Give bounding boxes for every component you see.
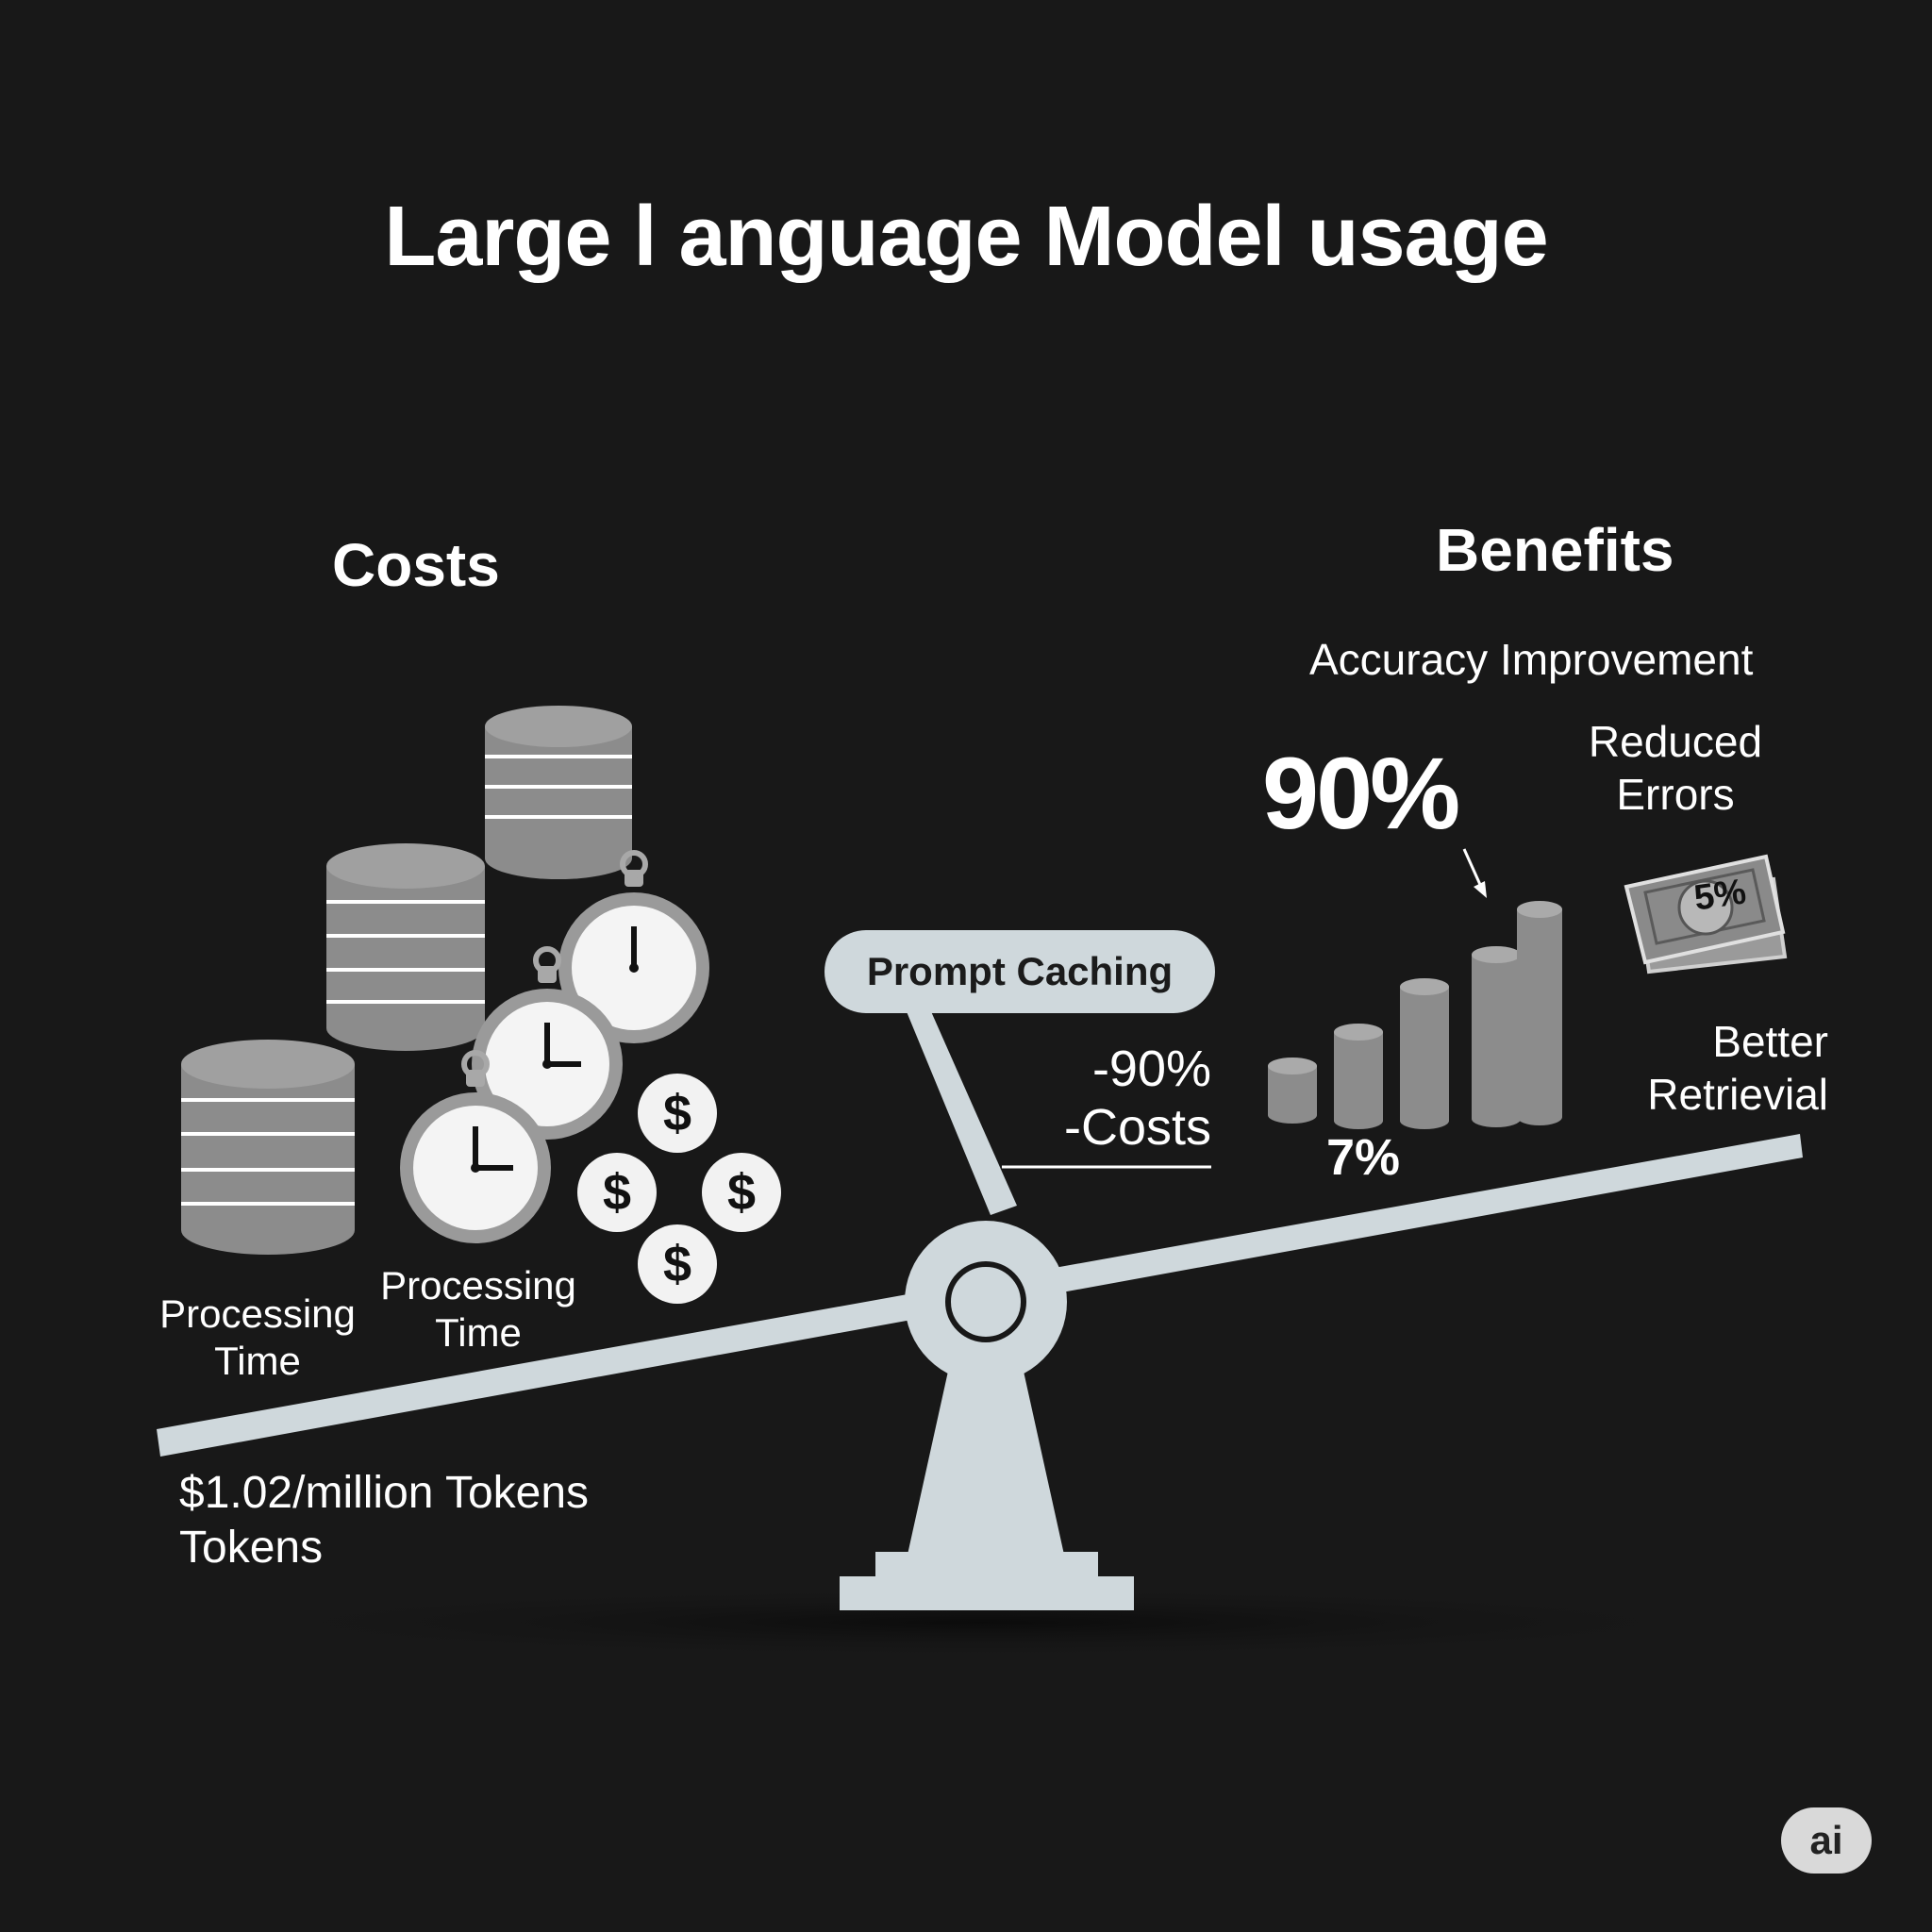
bar-cylinder (1334, 1024, 1383, 1129)
stopwatch-icon (400, 1050, 551, 1243)
cost-reduction-annotation: -90% -Costs (1041, 1040, 1211, 1157)
benefits-heading: Benefits (1436, 516, 1674, 584)
database-stack-icon (485, 706, 632, 879)
token-price-line: Tokens (179, 1523, 324, 1573)
processing-time-line: Time (435, 1310, 522, 1355)
accuracy-percent: 90% (1262, 736, 1460, 850)
dollar-coin-icon: $ (577, 1153, 657, 1232)
better-retrieval-line: Better (1712, 1017, 1828, 1066)
ai-badge: ai (1781, 1807, 1872, 1874)
caching-pointer (906, 1009, 1017, 1215)
reduced-errors-line: Errors (1616, 770, 1735, 819)
better-retrieval-label: Better Retrievial (1592, 1015, 1828, 1121)
annotation-line: -90% (1091, 1041, 1211, 1097)
scale-stand (840, 1221, 1134, 1610)
stopwatch-icon (558, 850, 709, 1043)
bar-cylinder (1400, 978, 1449, 1129)
prompt-caching-label: Prompt Caching (824, 930, 1215, 1013)
database-stack-icon (326, 843, 485, 1051)
coin-symbol: $ (663, 1236, 691, 1292)
costs-heading: Costs (332, 531, 500, 599)
coin-symbol: $ (727, 1164, 756, 1221)
dollar-coin-icon: $ (702, 1153, 781, 1232)
coin-symbol: $ (603, 1164, 631, 1221)
bill-percent: 5% (1691, 872, 1749, 919)
annotation-line: -Costs (1063, 1099, 1211, 1156)
token-price-label: $1.02/million Tokens Tokens (179, 1466, 589, 1575)
database-stack-icon (181, 1040, 355, 1255)
processing-time-line: Processing (380, 1263, 576, 1307)
page-title: Large l anguage Model usage (384, 190, 1548, 284)
token-price-line: $1.02/million Tokens (179, 1468, 590, 1518)
small-percent: 7% (1326, 1129, 1401, 1186)
bar-cylinder (1268, 1058, 1317, 1124)
bar-chart-icon (1268, 901, 1562, 1129)
processing-time-line: Processing (159, 1291, 356, 1336)
money-bill-icon (1624, 854, 1788, 974)
better-retrieval-line: Retrievial (1647, 1070, 1828, 1119)
reduced-errors-label: Reduced Errors (1577, 715, 1774, 821)
floor-shadow (160, 1585, 1802, 1660)
processing-time-right-label: Processing Time (372, 1262, 585, 1357)
processing-time-left-label: Processing Time (151, 1291, 364, 1385)
accuracy-improvement-label: Accuracy Improvement (1309, 635, 1754, 684)
dollar-coin-icon: $ (638, 1074, 717, 1153)
coin-symbol: $ (663, 1085, 691, 1141)
arrow-icon (1462, 848, 1487, 898)
dollar-coin-icon: $ (638, 1224, 717, 1304)
reduced-errors-line: Reduced (1588, 717, 1763, 766)
bar-cylinder (1517, 901, 1562, 1125)
processing-time-line: Time (214, 1339, 301, 1383)
bar-cylinder (1472, 946, 1521, 1127)
